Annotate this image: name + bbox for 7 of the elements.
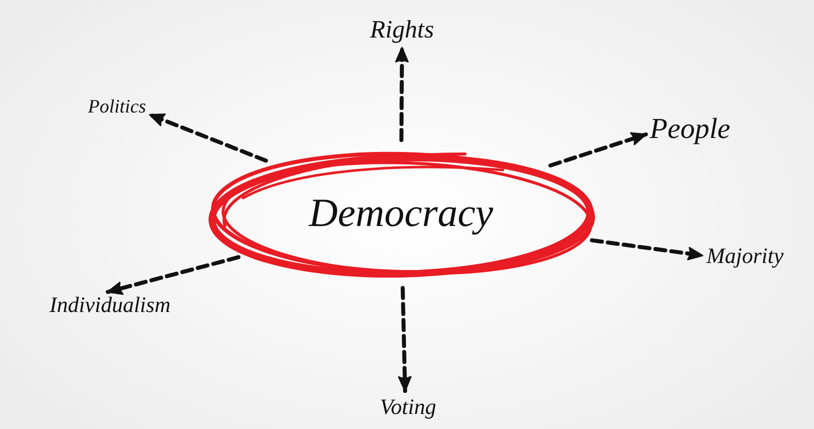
- concept-label: Voting: [380, 394, 436, 420]
- concept-label: Politics: [88, 98, 146, 118]
- concept-label: Rights: [370, 16, 434, 44]
- concept-label: Majority: [706, 244, 784, 268]
- concept-label: People: [650, 114, 730, 146]
- central-label: Democracy: [308, 191, 494, 236]
- concept-label: Individualism: [50, 292, 170, 318]
